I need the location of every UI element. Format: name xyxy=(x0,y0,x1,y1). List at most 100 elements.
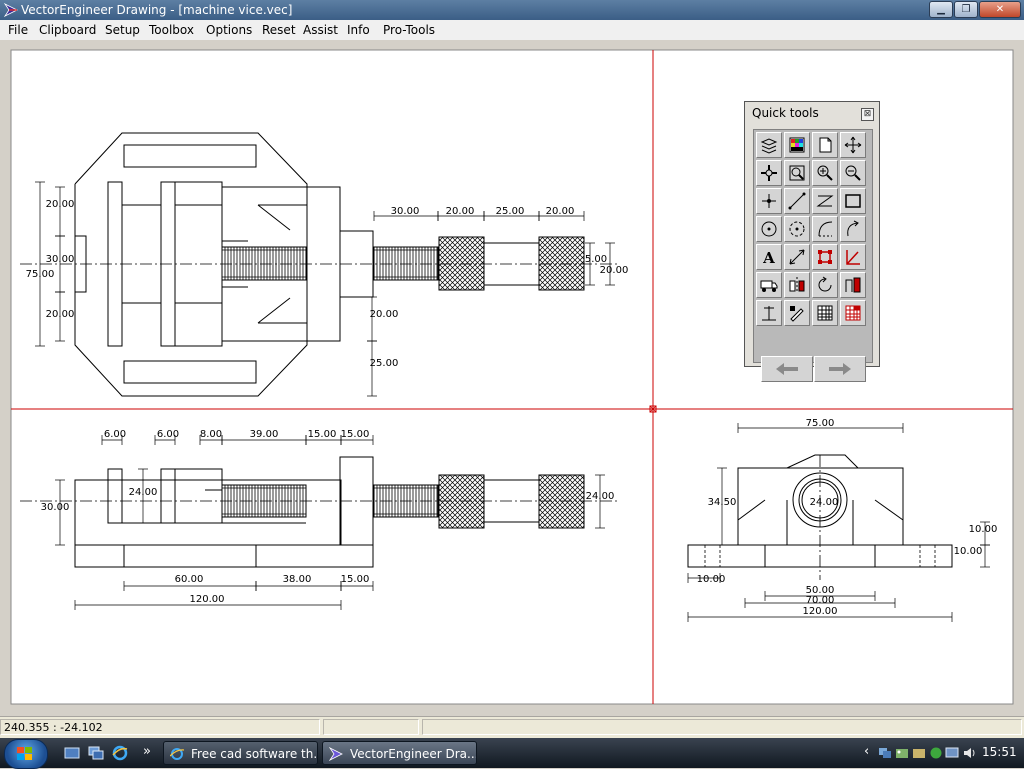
dimension-label: 15.00 xyxy=(308,429,337,440)
security-tray-icon[interactable] xyxy=(929,746,943,760)
dimension-label: 30.00 xyxy=(41,502,70,513)
quick-tools-close-button[interactable]: ⊠ xyxy=(861,108,874,121)
menu-pro-tools[interactable]: Pro-Tools xyxy=(383,23,436,37)
quick-tools-panel[interactable]: Quick tools ⊠ A xyxy=(744,101,880,382)
switch-windows-icon[interactable] xyxy=(88,745,104,761)
menu-options[interactable]: Options xyxy=(206,23,253,37)
dimension-label: 30.00 xyxy=(46,254,75,265)
stretch-icon xyxy=(845,277,861,293)
taskbar-item-browser[interactable]: Free cad software th... xyxy=(163,741,318,765)
dimension-tool-button[interactable] xyxy=(784,244,810,270)
minimize-button[interactable]: ▁ xyxy=(929,1,953,18)
slot-top-upper xyxy=(123,144,257,168)
hatch-pattern-tool-button[interactable] xyxy=(840,300,866,326)
taskbar: » Free cad software th... VectorEngineer… xyxy=(0,738,1024,769)
selection-box-tool-button[interactable] xyxy=(812,244,838,270)
menu-toolbox[interactable]: Toolbox xyxy=(149,23,194,37)
truck-tool-button[interactable] xyxy=(756,272,782,298)
handle-end-knurl-top xyxy=(538,236,585,291)
drawing-line xyxy=(257,297,291,324)
dimension-label: 24.00 xyxy=(810,497,839,508)
layers-tool-button[interactable] xyxy=(756,132,782,158)
display-tray-icon[interactable] xyxy=(945,746,959,760)
taskbar-item-label: Free cad software th... xyxy=(191,747,318,761)
zoom-in-tool-button[interactable] xyxy=(812,160,838,186)
point-tool-button[interactable] xyxy=(756,188,782,214)
line-tool-button[interactable] xyxy=(784,188,810,214)
dimension-label: 25.00 xyxy=(496,206,525,217)
network-tray-icon[interactable] xyxy=(878,746,892,760)
stretch-tool-button[interactable] xyxy=(840,272,866,298)
maximize-button[interactable]: ❐ xyxy=(954,1,978,18)
tray-expand-icon[interactable]: ‹ xyxy=(864,744,870,759)
drawing-line xyxy=(737,499,766,521)
taskbar-item-vectorengineer[interactable]: VectorEngineer Dra... xyxy=(322,741,477,765)
text-tool-button[interactable]: A xyxy=(756,244,782,270)
menu-assist[interactable]: Assist xyxy=(303,23,339,37)
vertex-icon xyxy=(846,250,860,265)
screw-thread-front-right-outline xyxy=(373,484,439,518)
color-palette-icon xyxy=(789,137,805,153)
quicklaunch-more-icon[interactable]: » xyxy=(143,744,151,759)
start-button[interactable] xyxy=(4,739,48,769)
volume-icon[interactable] xyxy=(963,746,977,760)
forward-arrow-button[interactable] xyxy=(814,356,866,382)
move-arrows-tool-button[interactable] xyxy=(840,132,866,158)
back-arrow-icon xyxy=(776,363,798,375)
new-page-tool-button[interactable] xyxy=(812,132,838,158)
screw-thread-top-right xyxy=(373,247,438,280)
rotate-icon xyxy=(818,276,832,292)
menu-info[interactable]: Info xyxy=(347,23,370,37)
status-panel-3 xyxy=(422,719,1022,735)
window-title: VectorEngineer Drawing - [machine vice.v… xyxy=(21,3,293,17)
dimension-label: 6.00 xyxy=(104,429,126,440)
zoom-out-tool-button[interactable] xyxy=(840,160,866,186)
dimension-label: 24.00 xyxy=(129,487,158,498)
rectangle-tool-button[interactable] xyxy=(840,188,866,214)
menu-reset[interactable]: Reset xyxy=(262,23,296,37)
vice-base-outline-top xyxy=(74,132,308,397)
menu-clipboard[interactable]: Clipboard xyxy=(39,23,97,37)
color-palette-tool-button[interactable] xyxy=(784,132,810,158)
circle-tangent-tool-button[interactable] xyxy=(784,216,810,242)
circle-tangent-icon xyxy=(789,221,805,237)
close-button[interactable]: ✕ xyxy=(979,1,1021,18)
screw-thread-top-right-outline xyxy=(373,246,439,281)
pan-tool-button[interactable] xyxy=(756,160,782,186)
menu-setup[interactable]: Setup xyxy=(105,23,140,37)
dimension-label: 10.00 xyxy=(954,546,983,557)
dimension-label: 15.00 xyxy=(341,574,370,585)
handle-knurl-front xyxy=(438,474,485,529)
photos-tray-icon[interactable] xyxy=(895,746,909,760)
dimension-label: 20.00 xyxy=(46,199,75,210)
dimension-label: 39.00 xyxy=(250,429,279,440)
rectangle-icon xyxy=(845,194,861,208)
status-bar: 240.355 : -24.102 xyxy=(0,716,1024,739)
vertex-tool-button[interactable] xyxy=(840,244,866,270)
jaw-fixed-front xyxy=(107,468,123,524)
arc-tangent-tool-button[interactable] xyxy=(840,216,866,242)
zoom-window-tool-button[interactable] xyxy=(784,160,810,186)
handle-end-knurl-front xyxy=(538,474,585,529)
polyline-tool-button[interactable] xyxy=(812,188,838,214)
new-page-icon xyxy=(819,137,832,153)
pen-edit-tool-button[interactable] xyxy=(784,300,810,326)
circle-icon xyxy=(761,221,777,237)
dimension-label: 75.00 xyxy=(26,269,55,280)
show-desktop-icon[interactable] xyxy=(64,745,80,761)
windows-logo-icon xyxy=(17,747,32,760)
grid-table-tool-button[interactable] xyxy=(812,300,838,326)
back-arrow-button[interactable] xyxy=(761,356,813,382)
rotate-tool-button[interactable] xyxy=(812,272,838,298)
line-icon xyxy=(788,192,806,210)
media-tray-icon[interactable] xyxy=(912,746,926,760)
dimension-label: 20.00 xyxy=(46,309,75,320)
arc-tool-button[interactable] xyxy=(812,216,838,242)
perpendicular-tool-button[interactable] xyxy=(756,300,782,326)
circle-tool-button[interactable] xyxy=(756,216,782,242)
mirror-tool-button[interactable] xyxy=(784,272,810,298)
taskbar-item-label: VectorEngineer Dra... xyxy=(350,747,477,761)
internet-explorer-icon[interactable] xyxy=(112,745,128,761)
arc-icon xyxy=(818,221,833,237)
menu-file[interactable]: File xyxy=(8,23,29,37)
